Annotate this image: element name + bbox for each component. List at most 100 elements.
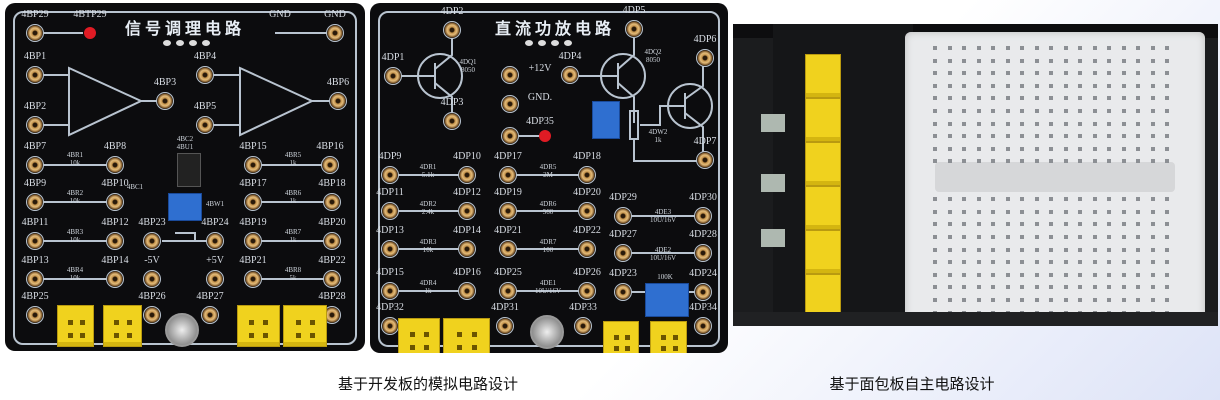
breadboard-hole [1049,285,1053,290]
terminal-jack[interactable] [578,202,596,220]
potentiometer[interactable] [592,101,620,139]
terminal-jack[interactable] [143,270,161,288]
terminal-jack[interactable] [26,66,44,84]
terminal-jack[interactable] [244,270,262,288]
breadboard-hole [1078,58,1082,63]
terminal-jack[interactable] [501,66,519,84]
terminal-jack[interactable] [625,20,643,38]
terminal-jack[interactable] [244,193,262,211]
terminal-jack[interactable] [26,193,44,211]
terminal-jack[interactable] [501,127,519,145]
terminal-jack[interactable] [26,232,44,250]
jumper-header[interactable] [603,321,639,353]
jumper-header[interactable] [443,318,490,353]
terminal-jack[interactable] [614,283,632,301]
terminal-jack[interactable] [694,317,712,335]
terminal-jack[interactable] [499,240,517,258]
terminal-jack[interactable] [206,232,224,250]
terminal-jack[interactable] [578,166,596,184]
terminal-jack[interactable] [106,156,124,174]
breadboard-hole [1121,58,1126,63]
terminal-jack[interactable] [381,317,399,335]
breadboard-hole [1063,209,1068,214]
terminal-jack[interactable] [106,193,124,211]
potentiometer-100k[interactable] [645,283,689,317]
terminal-jack[interactable] [694,244,712,262]
breadboard-hole [1107,134,1111,139]
terminal-jack[interactable] [694,207,712,225]
terminal-jack[interactable] [381,240,399,258]
terminal-jack[interactable] [501,95,519,113]
breadboard-hole [947,285,952,290]
terminal-jack[interactable] [26,270,44,288]
terminal-jack[interactable] [106,270,124,288]
terminal-jack[interactable] [499,166,517,184]
breadboard-hole [1092,260,1097,265]
terminal-jack[interactable] [496,317,514,335]
terminal-jack[interactable] [323,193,341,211]
terminal-label: +12V [528,63,552,74]
terminal-jack[interactable] [156,92,174,110]
breadboard[interactable] [905,32,1205,322]
breadboard-hole [1063,260,1068,265]
jumper-header[interactable] [650,321,687,353]
terminal-jack[interactable] [201,306,219,324]
terminal-jack[interactable] [614,244,632,262]
terminal-jack[interactable] [196,116,214,134]
breadboard-hole [1092,298,1097,302]
terminal-jack[interactable] [458,282,476,300]
jumper-header[interactable] [398,318,440,353]
component-label: 4DR4 1k [419,279,437,295]
terminal-jack[interactable] [384,67,402,85]
terminal-jack[interactable] [696,49,714,67]
terminal-jack[interactable] [143,232,161,250]
terminal-jack[interactable] [443,112,461,130]
terminal-jack[interactable] [443,21,461,39]
terminal-jack[interactable] [206,270,224,288]
terminal-jack[interactable] [196,66,214,84]
component-label: 4BR3 10k [66,228,84,244]
terminal-jack[interactable] [499,282,517,300]
terminal-jack[interactable] [614,207,632,225]
test-pin-red[interactable] [539,130,551,142]
jumper-header[interactable] [103,305,142,347]
terminal-jack[interactable] [574,317,592,335]
terminal-jack[interactable] [323,232,341,250]
terminal-jack[interactable] [143,306,161,324]
terminal-jack[interactable] [381,166,399,184]
terminal-jack[interactable] [244,156,262,174]
potentiometer[interactable] [168,193,202,221]
terminal-jack[interactable] [381,202,399,220]
terminal-jack[interactable] [561,66,579,84]
terminal-jack[interactable] [458,166,476,184]
terminal-jack[interactable] [329,92,347,110]
terminal-jack[interactable] [321,156,339,174]
terminal-jack[interactable] [26,24,44,42]
terminal-jack[interactable] [106,232,124,250]
breadboard-hole [1063,96,1068,101]
terminal-jack[interactable] [381,282,399,300]
terminal-jack[interactable] [26,156,44,174]
terminal-jack[interactable] [458,202,476,220]
terminal-jack[interactable] [578,282,596,300]
terminal-jack[interactable] [578,240,596,258]
terminal-jack[interactable] [323,270,341,288]
breadboard-hole [933,235,937,239]
terminal-jack[interactable] [694,283,712,301]
terminal-jack[interactable] [244,232,262,250]
breadboard-hole [991,159,995,164]
breadboard-hole [1005,298,1010,302]
terminal-jack[interactable] [26,306,44,324]
terminal-label: 4BP4 [193,51,217,62]
jumper-header[interactable] [237,305,280,347]
breadboard-hole [947,298,952,302]
terminal-jack[interactable] [326,24,344,42]
breadboard-hole [1150,146,1155,151]
terminal-jack[interactable] [458,240,476,258]
terminal-jack[interactable] [696,151,714,169]
jumper-header[interactable] [283,305,327,347]
terminal-jack[interactable] [26,116,44,134]
jumper-header[interactable] [57,305,94,347]
test-pin-red[interactable] [84,27,96,39]
terminal-jack[interactable] [499,202,517,220]
